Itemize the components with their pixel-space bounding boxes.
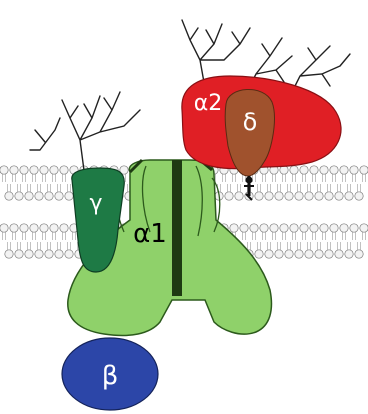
lipid-head xyxy=(265,250,273,258)
lipid-head xyxy=(285,192,293,200)
lipid-head xyxy=(5,192,13,200)
lipid-head xyxy=(65,250,73,258)
lipid-head xyxy=(345,250,353,258)
lipid-head xyxy=(0,224,8,232)
lipid-head xyxy=(295,250,303,258)
lipid-head xyxy=(50,166,58,174)
lipid-head xyxy=(15,250,23,258)
lipid-head xyxy=(315,192,323,200)
lipid-head xyxy=(25,250,33,258)
lipid-head xyxy=(265,192,273,200)
lipid-head xyxy=(30,166,38,174)
lipid-head xyxy=(290,224,298,232)
lipid-head xyxy=(305,192,313,200)
lipid-head xyxy=(335,250,343,258)
lipid-head xyxy=(360,166,368,174)
lipid-head xyxy=(40,166,48,174)
lipid-head xyxy=(355,192,363,200)
lipid-head xyxy=(330,224,338,232)
lipid-head xyxy=(350,166,358,174)
lipid-head xyxy=(335,192,343,200)
delta-label: δ xyxy=(243,108,258,136)
lipid-head xyxy=(230,224,238,232)
lipid-head xyxy=(65,192,73,200)
lipid-head xyxy=(5,250,13,258)
alpha1-label: α1 xyxy=(133,219,167,249)
lipid-head xyxy=(280,166,288,174)
lipid-head xyxy=(330,166,338,174)
lipid-head xyxy=(320,224,328,232)
lipid-head xyxy=(350,224,358,232)
lipid-head xyxy=(50,224,58,232)
lipid-head xyxy=(10,166,18,174)
lipid-head xyxy=(315,250,323,258)
lipid-head xyxy=(20,224,28,232)
lipid-head xyxy=(60,166,68,174)
lipid-head xyxy=(260,224,268,232)
lipid-head xyxy=(20,166,28,174)
gamma-label: γ xyxy=(89,191,102,216)
lipid-head xyxy=(30,224,38,232)
lipid-head xyxy=(0,166,8,174)
glycan-gamma-2 xyxy=(30,118,60,150)
lipid-head xyxy=(270,224,278,232)
lipid-head xyxy=(35,192,43,200)
lipid-head xyxy=(55,250,63,258)
lipid-head xyxy=(300,224,308,232)
lipid-head xyxy=(45,250,53,258)
lipid-head xyxy=(40,224,48,232)
lipid-head xyxy=(275,250,283,258)
lipid-head xyxy=(250,224,258,232)
lipid-head xyxy=(310,224,318,232)
lipid-head xyxy=(340,224,348,232)
lipid-head xyxy=(305,250,313,258)
lipid-head xyxy=(255,192,263,200)
lipid-head xyxy=(280,224,288,232)
beta-label: β xyxy=(102,361,119,391)
lipid-head xyxy=(55,192,63,200)
lipid-head xyxy=(35,250,43,258)
lipid-head xyxy=(25,192,33,200)
lipid-head xyxy=(325,192,333,200)
lipid-head xyxy=(45,192,53,200)
lipid-head xyxy=(60,224,68,232)
lipid-head xyxy=(15,192,23,200)
lipid-head xyxy=(325,250,333,258)
lipid-head xyxy=(340,166,348,174)
lipid-head xyxy=(295,192,303,200)
lipid-head xyxy=(360,224,368,232)
alpha2-label: α2 xyxy=(194,91,223,116)
lipid-head xyxy=(10,224,18,232)
lipid-head xyxy=(275,192,283,200)
lipid-head xyxy=(285,250,293,258)
lipid-head xyxy=(300,166,308,174)
lipid-head xyxy=(345,192,353,200)
lipid-head xyxy=(240,224,248,232)
lipid-head xyxy=(235,192,243,200)
alpha1-pore xyxy=(172,160,182,296)
lipid-head xyxy=(290,166,298,174)
lipid-head xyxy=(310,166,318,174)
lipid-head xyxy=(255,250,263,258)
lipid-head xyxy=(225,192,233,200)
lipid-head xyxy=(355,250,363,258)
lipid-head xyxy=(320,166,328,174)
